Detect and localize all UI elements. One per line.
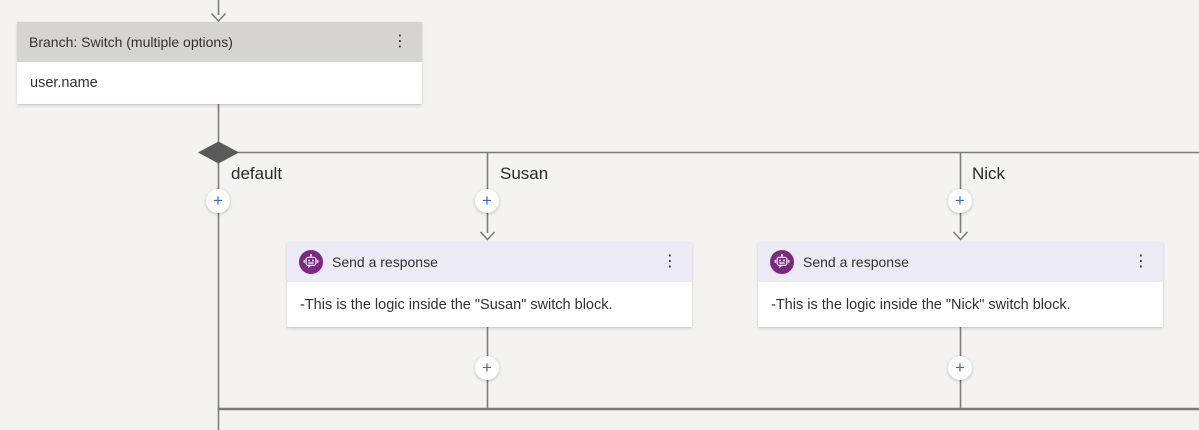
send-response-header[interactable]: Send a response ⋮ — [287, 242, 692, 282]
switch-condition-value: user.name — [30, 75, 98, 91]
send-response-message: -This is the logic inside the "Susan" sw… — [300, 296, 613, 313]
switch-diamond-icon — [198, 141, 239, 164]
switch-node-header[interactable]: Branch: Switch (multiple options) ⋮ — [17, 22, 422, 62]
send-response-node-nick[interactable]: Send a response ⋮ -This is the logic ins… — [758, 242, 1163, 327]
switch-node-body[interactable]: user.name — [17, 62, 422, 104]
add-node-button-default[interactable]: + — [206, 189, 230, 213]
bot-icon — [299, 250, 323, 274]
bot-icon — [770, 250, 794, 274]
branch-label-default: default — [231, 164, 283, 183]
send-response-message: -This is the logic inside the "Nick" swi… — [771, 296, 1071, 313]
add-node-button-susan-bottom[interactable]: + — [475, 356, 499, 380]
nick-arrowhead-icon — [952, 231, 969, 241]
switch-node-title: Branch: Switch (multiple options) — [29, 34, 233, 50]
add-node-button-nick-top[interactable]: + — [948, 189, 972, 213]
send-response-title: Send a response — [332, 254, 438, 270]
branch-label-susan: Susan — [500, 164, 549, 183]
send-response-title: Send a response — [803, 254, 909, 270]
add-node-button-nick-bottom[interactable]: + — [948, 356, 972, 380]
send-response-node-susan[interactable]: Send a response ⋮ -This is the logic ins… — [287, 242, 692, 327]
incoming-arrowhead-icon — [210, 12, 227, 23]
send-response-more-options-icon[interactable]: ⋮ — [1129, 250, 1153, 274]
send-response-more-options-icon[interactable]: ⋮ — [658, 250, 682, 274]
susan-arrowhead-icon — [479, 231, 496, 241]
send-response-body[interactable]: -This is the logic inside the "Nick" swi… — [758, 282, 1163, 327]
branch-label-nick: Nick — [972, 164, 1006, 183]
add-node-button-susan-top[interactable]: + — [475, 189, 499, 213]
switch-node[interactable]: Branch: Switch (multiple options) ⋮ user… — [17, 22, 422, 104]
switch-node-more-options-icon[interactable]: ⋮ — [388, 30, 412, 54]
send-response-header[interactable]: Send a response ⋮ — [758, 242, 1163, 282]
send-response-body[interactable]: -This is the logic inside the "Susan" sw… — [287, 282, 692, 327]
